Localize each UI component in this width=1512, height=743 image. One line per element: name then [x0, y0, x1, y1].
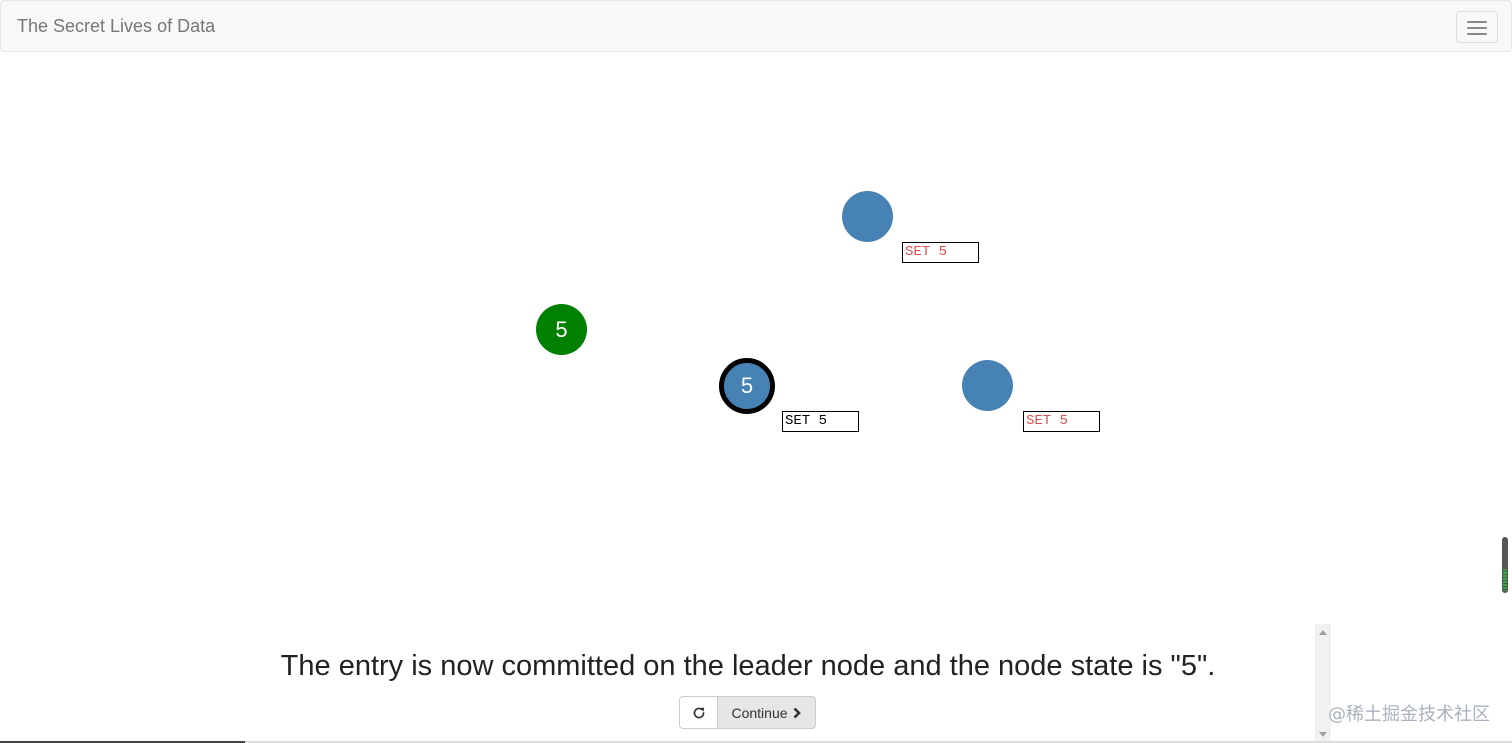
- watermark: @稀土掘金技术社区: [1328, 704, 1490, 725]
- replay-button[interactable]: [679, 696, 718, 729]
- playback-controls: Continue: [679, 696, 816, 729]
- leader-node: 5: [719, 358, 775, 414]
- scroll-level-fill: [1503, 569, 1507, 591]
- continue-label: Continue: [731, 704, 788, 721]
- replay-icon: [693, 707, 704, 718]
- page-scroll-indicator[interactable]: [1502, 537, 1508, 593]
- scroll-down-arrow-icon[interactable]: [1319, 732, 1327, 737]
- follower-node-top: [842, 191, 893, 242]
- navbar: The Secret Lives of Data: [0, 0, 1512, 52]
- follower-node-right-log: SET 5: [1023, 411, 1100, 432]
- leader-node-log: SET 5: [782, 411, 859, 432]
- follower-node-right: [962, 360, 1013, 411]
- continue-button[interactable]: Continue: [718, 696, 816, 729]
- follower-node-top-log: SET 5: [902, 242, 979, 263]
- brand-title[interactable]: The Secret Lives of Data: [17, 16, 216, 36]
- step-caption: The entry is now committed on the leader…: [280, 650, 1216, 682]
- client-node-value: 5: [555, 316, 568, 342]
- scroll-up-arrow-icon[interactable]: [1319, 630, 1327, 635]
- leader-node-value: 5: [740, 373, 754, 398]
- bottom-border: [0, 741, 1512, 743]
- hamburger-icon[interactable]: [1456, 11, 1498, 43]
- caption-scrollbar[interactable]: [1315, 624, 1331, 743]
- client-node: 5: [536, 304, 587, 355]
- chevron-right-icon: [793, 707, 801, 718]
